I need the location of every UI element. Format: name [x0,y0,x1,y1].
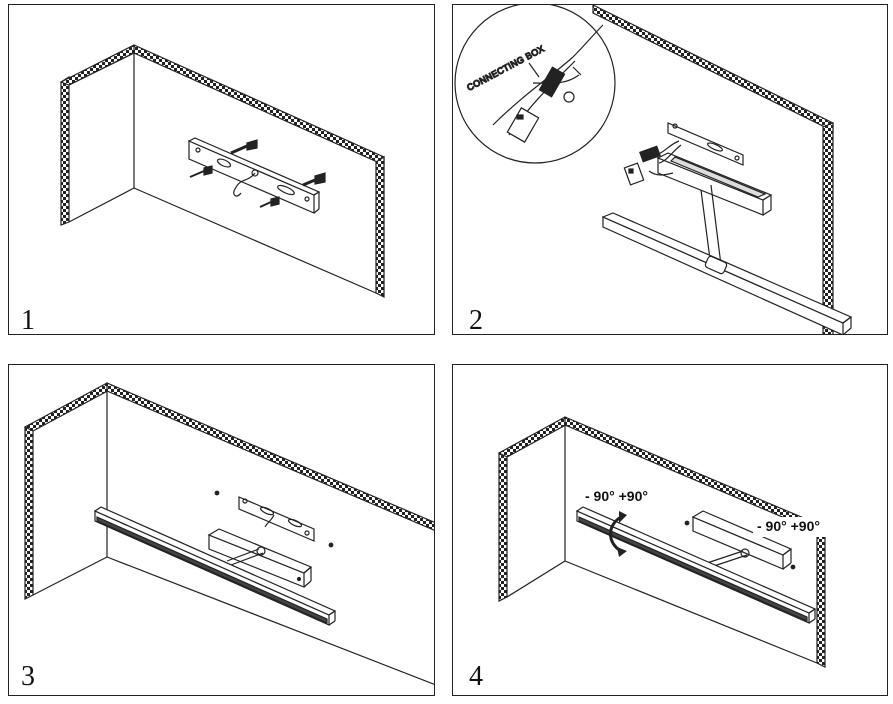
step-1-panel: 1 [8,4,435,335]
step-1-illustration [59,44,385,298]
step-2-illustration: CONNECTING BOX [454,5,853,334]
step-number: 3 [21,661,35,692]
step-4-illustration: - 90° +90° - 90° +90° [497,416,843,668]
step-number: 4 [469,661,483,692]
step-number: 1 [21,305,35,335]
rotation-label-head: - 90° +90° [757,518,820,534]
rotation-label-bar: - 90° +90° [585,488,648,504]
step-3-illustration [23,382,434,685]
step-number: 2 [469,305,483,335]
step-3-panel: 3 [8,364,435,696]
step-2-panel: CONNECTING BOX 2 [452,4,888,335]
step-4-panel: - 90° +90° - 90° +90° 4 [452,364,888,696]
